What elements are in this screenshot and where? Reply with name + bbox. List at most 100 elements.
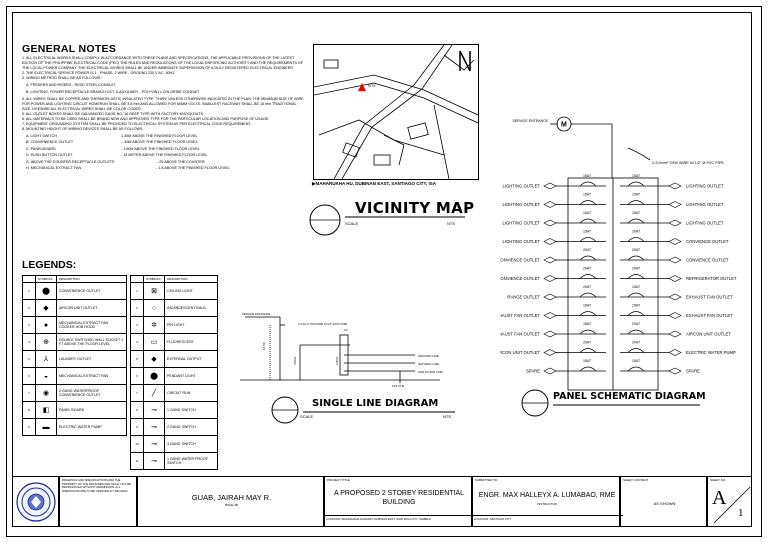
height-label: B. CONVENIENCE OUTLET (26, 140, 74, 144)
legend-description: FLUORESCENT (164, 333, 218, 351)
outlet-arrow-icon (543, 293, 557, 301)
panel-right-label: LIGHTING OUTLET (686, 183, 724, 188)
panel-right-label: CONVIENCE OUTLET (686, 257, 729, 262)
legend-num: 5 (22, 350, 36, 368)
panel-left-label: CONVIENCE OUTLET (500, 257, 540, 262)
legend-row: 7◉2 GANG WATERPROOF CONVENIENCE OUTLET (22, 384, 127, 402)
breaker-icon (627, 218, 645, 224)
outlet-arrow-icon (668, 293, 682, 301)
circuit-run-icon: ╱ (143, 384, 165, 402)
legend-description: EXTERNAL OUTPUT (164, 350, 218, 368)
sld-floor-label: 2ND FLOOR LINE (418, 370, 443, 374)
legend-row: 5⅄LAUNDRY OUTLET (22, 350, 127, 368)
single-line-nts-label: NTS (443, 414, 451, 419)
legend-row: 9▬ELECTRIC WATER PUMP (22, 418, 127, 436)
location-label: LOCATION: (326, 517, 341, 521)
breaker-icon (579, 237, 597, 242)
breaker-icon (627, 200, 645, 205)
height-label: A. LIGHT SWITCH (26, 133, 57, 138)
breaker-icon (627, 255, 645, 261)
sheet-no-label: SHEET NO. (710, 478, 727, 482)
external-output-icon: ◆ (143, 350, 165, 368)
legend-description: CEILING LIGHT (164, 282, 218, 300)
sld-natural-label: NATURAL LINE (418, 362, 439, 366)
height-label: H. MECHANICAL EXTRACT FAN (26, 166, 82, 170)
student-id: BSCE-3B (225, 503, 238, 507)
vicinity-map-frame: SITE (313, 44, 479, 180)
project-location: LOCATION: MAHARUKHA HIGHWAY, DUBINAN EAS… (325, 515, 475, 522)
note-item: 6. ALL MATERIALS TO BE USED SHALL BE BRA… (22, 117, 270, 121)
height-value: - 1.60M ABOVE THE FINISHED FLOOR LEVEL (121, 146, 200, 151)
water-pump-icon: ▬ (35, 418, 57, 436)
outlet-arrow-icon (668, 275, 682, 282)
legend-num: 3 (22, 316, 36, 334)
height-value: - .25 ABOVE THE COUNTER (156, 159, 205, 164)
legend-num: 7 (130, 384, 144, 402)
panel-left-label: LIGHTING OUTLET (503, 183, 541, 188)
student-cell: GUAB, JAIRAH MAY R. BSCE-3B (137, 476, 324, 527)
legend-num: 1 (130, 282, 144, 300)
legend-header-symbol: SYMBOLS (35, 275, 57, 283)
breaker-icon (627, 181, 645, 187)
sld-ground-label: GROUND LINE (418, 354, 439, 358)
breaker-rating: 15AT (583, 304, 592, 308)
breaker-rating: 20AT (583, 341, 592, 345)
legend-row: 2◆AIRCON UNIT OUTLET (22, 299, 127, 317)
panel-left-label: CONVIENCE OUTLET (500, 276, 540, 281)
legend-row: 6◒MECHANICAL EXTRACT FAN (22, 367, 127, 385)
note-item: 1. ALL ELECTRICAL WORKS SHALL COMPLY IN … (22, 56, 304, 70)
legend-row: 8◧PANEL BOARD (22, 401, 127, 419)
submitted-label: SUBMITTED TO (475, 478, 498, 482)
three-gang-switch-icon: ⊸ (143, 435, 165, 453)
legend-row: 1⬤CONVENIENCE OUTLET (22, 282, 127, 300)
breaker-icon (627, 348, 645, 353)
breaker-rating: 15AT (632, 285, 641, 289)
school-seal-icon (16, 482, 56, 522)
outlet-arrow-icon (668, 256, 682, 264)
incandescent-bulb-icon: ○ (143, 299, 165, 317)
sheet-divider (713, 486, 751, 524)
height-label: G. ABOVE THE COUNTER RECEPTACLE OUTLETS (26, 159, 115, 164)
legend-description: ELECTRIC WATER PUMP (56, 418, 127, 436)
breaker-rating: 15AT (632, 174, 641, 178)
panel-left-label: AIRCON UNIT OUTLET (500, 350, 540, 355)
breaker-icon (579, 181, 597, 187)
sld-height-3: 2.80m (335, 356, 339, 365)
outlet-arrow-icon (668, 312, 682, 319)
legend-description: 2 GANG SWITCH (164, 418, 218, 436)
outlet-arrow-icon (543, 312, 557, 319)
breaker-rating: 20AT (632, 267, 641, 271)
panel-title-block (521, 389, 700, 417)
waterproof-switch-icon: ⊸ (143, 452, 165, 470)
legend-description: MECHANICAL EXTRACT FAN COOKER HOB HOOD (56, 316, 127, 334)
panel-schematic-drawing: M 2-3.5mm² THW WIRE IN 1/2" Ø PVC PIPE 1… (500, 116, 737, 391)
panel-schematic-title: PANEL SCHEMATIC DIAGRAM (553, 391, 706, 402)
vicinity-nts-label: NTS (447, 221, 455, 226)
general-notes-list: 1. ALL ELECTRICAL WORKS SHALL COMPLY IN … (22, 56, 304, 173)
legend-description: PANEL BOARD (56, 401, 127, 419)
legend-header-description: DESCRIPTION (164, 275, 218, 283)
breaker-rating: 20AT (632, 322, 641, 326)
vicinity-scale-label: SCALE (345, 221, 359, 226)
legend-row: 6⬤PENDANT LIGHT (130, 367, 218, 385)
waterproof-outlet-icon: ◉ (35, 384, 57, 402)
legend-num: 1 (22, 282, 36, 300)
panel-left-label: EXHAUST FAN OUTLET (500, 331, 540, 336)
breaker-icon (627, 366, 645, 372)
breaker-rating: 15AT (583, 193, 592, 197)
breaker-icon (579, 255, 597, 261)
outlet-arrow-icon (543, 256, 557, 264)
panel-right-label: REFRIGERATOR OUTLET (686, 276, 737, 281)
legend-description: LAUNDRY OUTLET (56, 350, 127, 368)
outlet-arrow-icon (668, 219, 682, 227)
breaker-icon (627, 274, 645, 279)
breaker-rating: 20AT (583, 285, 592, 289)
outlet-arrow-icon (543, 238, 557, 245)
sld-height-2: 3.00m (293, 356, 297, 365)
legend-row: 2○INCANDESCENT BULB (130, 299, 218, 317)
legend-row: 5◆EXTERNAL OUTPUT (130, 350, 218, 368)
panel-service-label: SERVICE ENTRANCE (512, 119, 548, 123)
sld-service-label: SERVICE ENTRANCE (242, 312, 271, 316)
panel-right-label: LIGHTING OUTLET (686, 220, 724, 225)
